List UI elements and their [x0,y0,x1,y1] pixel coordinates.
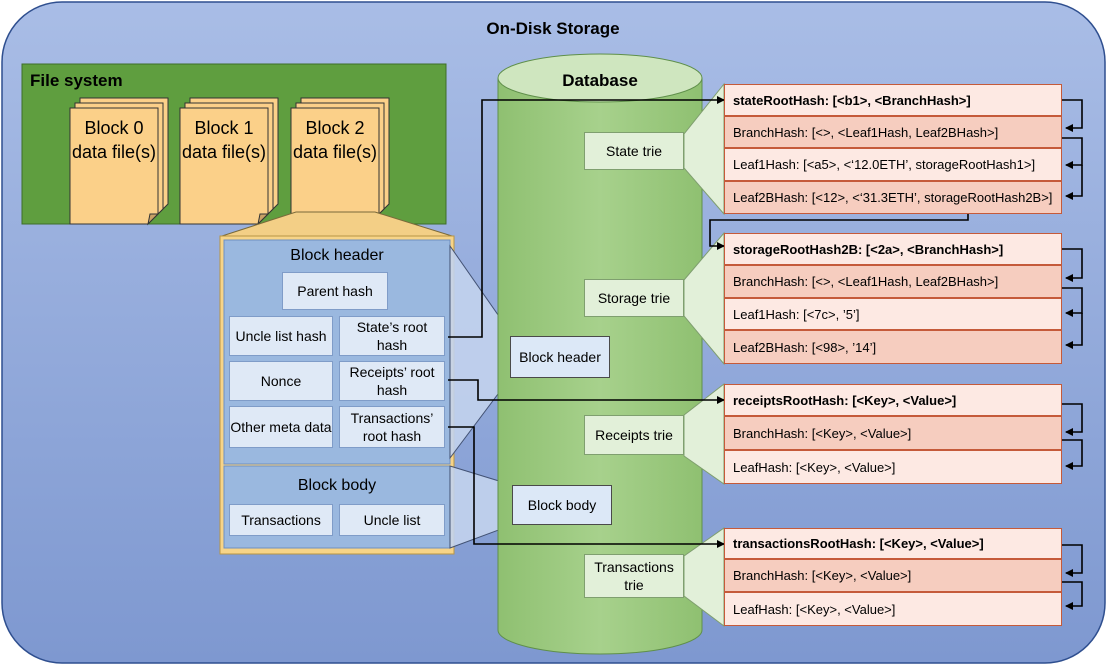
state-root-connector [448,96,725,338]
transactions-root-hash-cell: Transactions’ root hash [339,406,445,448]
receipts-trie-label: Receipts trie [584,415,684,455]
storage-title: On-Disk Storage [486,19,619,38]
parent-hash-cell: Parent hash [282,272,388,310]
transactions-trie-links [1062,544,1083,610]
transactions-trie-row-leaf: LeafHash: [<Key>, <Value>] [724,592,1062,626]
storage-trie-wedge [683,231,725,366]
file-system-label: File system [30,71,123,90]
file-label-0: Block 0 data file(s) [71,118,157,162]
storage-trie-row-root: storageRootHash2B: [<2a>, <BranchHash>] [724,233,1062,265]
file-label-2: Block 2 data file(s) [292,118,378,162]
receipts-root-hash-cell: Receipts’ root hash [339,361,445,401]
receipts-trie-row-leaf: LeafHash: [<Key>, <Value>] [724,450,1062,484]
block-header-title: Block header [290,247,384,264]
block-body-title: Block body [297,477,377,494]
storage-trie-row-branch: BranchHash: [<>, <Leaf1Hash, Leaf2BHash>… [724,265,1062,298]
other-meta-data-cell: Other meta data [229,406,333,448]
receipts-trie-row-branch: BranchHash: [<Key>, <Value>] [724,416,1062,450]
storage-trie-row-leaf1: Leaf1Hash: [<7c>, ’5’] [724,298,1062,330]
storage-link-connector [709,205,969,250]
storage-trie-row-leaf2b: Leaf2BHash: [<98>, ’14’] [724,330,1062,364]
block-header-callout: Block header [510,336,610,378]
block-body-callout: Block body [512,485,612,525]
receipts-trie-wedge [683,382,725,485]
state-root-hash-cell: State’s root hash [339,316,445,356]
transactions-root-connector [448,426,725,548]
file-stack-1 [179,97,279,226]
state-trie-label: State trie [584,132,684,170]
state-trie-row-leaf2b: Leaf2BHash: [<12>, <‘31.3ETH’, storageRo… [724,181,1062,214]
uncle-list-hash-cell: Uncle list hash [229,316,333,356]
database-label: Database [562,71,638,90]
database-cylinder-top [497,53,703,103]
file-stack-0 [69,97,169,226]
nonce-cell: Nonce [229,361,333,401]
transactions-trie-label: Transactions trie [584,554,684,598]
storage-trie-label: Storage trie [584,279,684,317]
state-trie-links [1062,99,1083,200]
storage-trie-links [1062,248,1083,349]
receipts-trie-links [1062,403,1083,470]
state-trie-row-leaf1: Leaf1Hash: [<a5>, <‘12.0ETH’, storageRoo… [724,148,1062,181]
transactions-cell: Transactions [229,504,333,536]
receipts-trie-row-root: receiptsRootHash: [<Key>, <Value>] [724,384,1062,416]
state-trie-row-root: stateRootHash: [<b1>, <BranchHash>] [724,84,1062,116]
transactions-trie-wedge [683,527,725,627]
uncle-list-cell: Uncle list [339,504,445,536]
state-trie-row-branch: BranchHash: [<>, <Leaf1Hash, Leaf2BHash>… [724,116,1062,148]
transactions-trie-row-branch: BranchHash: [<Key>, <Value>] [724,559,1062,592]
receipts-root-connector [448,379,725,404]
file-label-1: Block 1 data file(s) [181,118,267,162]
transactions-trie-row-root: transactionsRootHash: [<Key>, <Value>] [724,528,1062,559]
